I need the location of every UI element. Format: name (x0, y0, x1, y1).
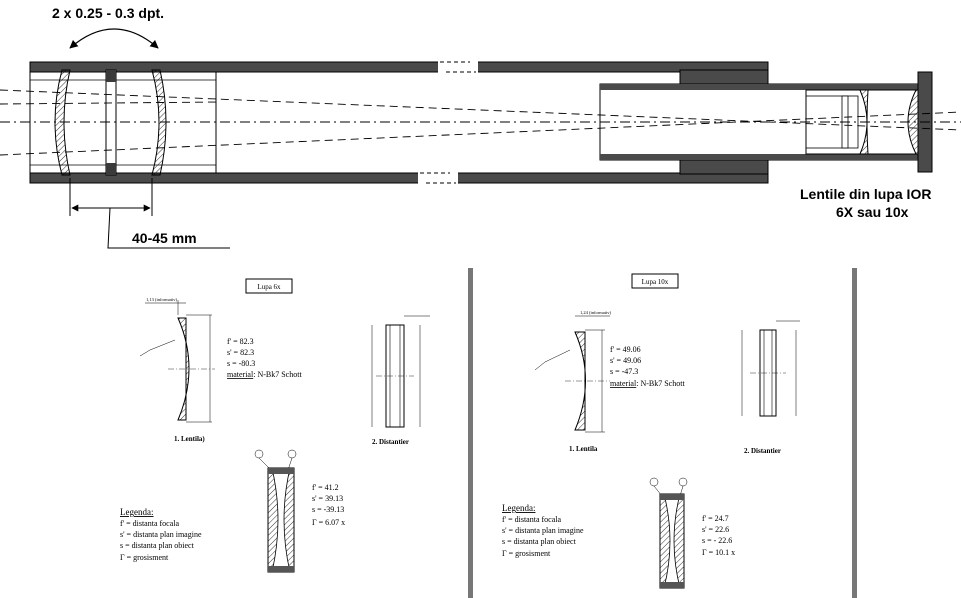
panel-divider-center (468, 268, 473, 598)
eyepiece-collar-top (679, 69, 769, 85)
panel-6x-sys-3: s = -39.13 (312, 505, 344, 514)
inner-sleeve (29, 71, 217, 174)
panel-6x-small-note: 1,13 (informativ) (146, 297, 177, 303)
tube-top-wall (29, 61, 769, 73)
ior-lens-label-2: 6X sau 10x (836, 204, 909, 220)
tube-bottom-wall (29, 172, 769, 184)
front-lens-1 (54, 69, 71, 176)
panel-6x-spacer-caption: 2. Distantier (372, 438, 409, 446)
panel-6x-legend-4: Γ = grosisment (120, 553, 169, 562)
panel-6x-material: material: N-Bk7 Schott (227, 370, 302, 379)
panel-6x-lens (177, 317, 190, 421)
panel-6x-legend-3: s = distanta plan obiect (120, 541, 195, 550)
panel-10x-legend-3: s = distanta plan obiect (502, 537, 577, 546)
panel-10x-sys-1: f' = 24.7 (702, 514, 729, 523)
panel-6x-param-2: s' = 82.3 (227, 348, 254, 357)
panel-6x-legend-2: s' = distanta plan imagine (120, 530, 202, 539)
eyepiece-lens-1 (859, 89, 869, 155)
panel-10x-lens-caption: 1. Lentila (569, 445, 598, 453)
panel-10x-sys-3: s = - 22.6 (702, 536, 732, 545)
panel-10x-legend-title: Legenda: (502, 503, 535, 513)
lens-pair-arrow (69, 28, 159, 49)
panel-10x: Lupa 10x 1,24 (informativ) 1. Lentila f'… (502, 273, 800, 589)
tube-break-bottom (418, 169, 458, 187)
panel-6x-lens-caption: 1. Lentila) (174, 435, 205, 443)
eyepiece-collar-bottom (679, 159, 769, 175)
panel-10x-lens (574, 331, 586, 431)
panel-6x-sys-1: f' = 41.2 (312, 483, 339, 492)
panel-6x-param-1: f' = 82.3 (227, 337, 254, 346)
panel-10x-material: material: N-Bk7 Schott (610, 379, 685, 388)
panel-6x-sys-4: Γ = 6.07 x (312, 518, 345, 527)
panel-6x: Lupa 6x 1,13 (informativ) 1. Lentila) f'… (120, 278, 430, 573)
tube-break-top (438, 58, 478, 76)
panel-10x-title: Lupa 10x (642, 278, 669, 286)
panel-10x-sys-4: Γ = 10.1 x (702, 548, 735, 557)
panel-10x-small-note: 1,24 (informativ) (580, 310, 611, 316)
panel-6x-title: Lupa 6x (257, 283, 281, 291)
panel-10x-param-2: s' = 49.06 (610, 356, 641, 365)
ior-lens-label-1: Lentile din lupa IOR (800, 186, 931, 202)
panel-10x-legend-1: f' = distanta focala (502, 515, 561, 524)
panel-10x-spacer-caption: 2. Distantier (744, 447, 781, 455)
distance-label: 40-45 mm (132, 230, 197, 246)
panel-divider-right (852, 268, 857, 598)
panel-10x-param-3: s = -47.3 (610, 367, 638, 376)
panel-10x-param-1: f' = 49.06 (610, 345, 641, 354)
panel-6x-title-box (245, 278, 293, 294)
panel-10x-title-box (631, 273, 679, 289)
panel-6x-param-3: s = -80.3 (227, 359, 255, 368)
panel-6x-legend-title: Legenda: (120, 507, 153, 517)
panel-6x-legend-1: f' = distanta focala (120, 519, 179, 528)
panel-6x-sys-2: s' = 39.13 (312, 494, 343, 503)
front-spacer (105, 69, 117, 176)
panel-10x-sys-2: s' = 22.6 (702, 525, 729, 534)
panel-10x-legend-2: s' = distanta plan imagine (502, 526, 584, 535)
telescope-assembly (0, 28, 961, 249)
dioptry-label: 2 x 0.25 - 0.3 dpt. (52, 5, 164, 21)
front-lens-2 (151, 69, 167, 176)
panel-10x-legend-4: Γ = grosisment (502, 549, 551, 558)
